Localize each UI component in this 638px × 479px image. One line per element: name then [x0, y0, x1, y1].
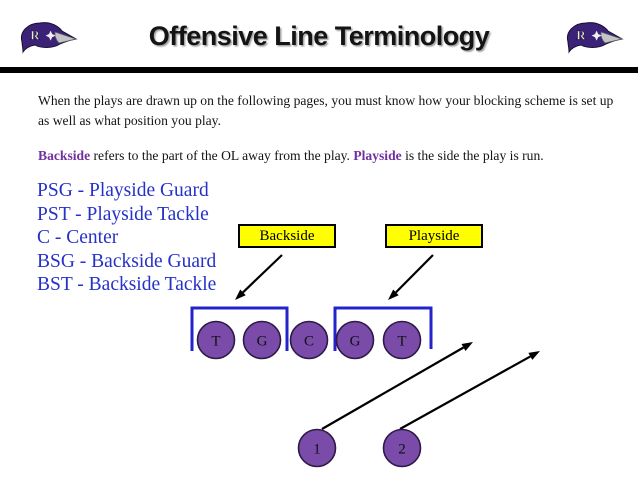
terminology-list: PSG - Playside Guard PST - Playside Tack…	[37, 179, 216, 297]
back2-run-arrowhead	[528, 351, 540, 360]
position-circle-lg	[242, 320, 282, 360]
backside-keyword: Backside	[38, 148, 91, 163]
logo-letter: R	[30, 28, 40, 43]
back-label-1: 1	[313, 442, 321, 458]
position-label-rt: T	[397, 334, 406, 350]
raven-head-graphic: R	[20, 22, 78, 54]
position-label-lg: G	[257, 334, 268, 350]
header-divider	[0, 67, 638, 73]
logo-letter: R	[576, 28, 586, 43]
raven-head-graphic: R	[566, 22, 624, 54]
playside-keyword: Playside	[353, 148, 402, 163]
position-label-c: C	[304, 334, 314, 350]
back-label-2: 2	[398, 442, 406, 458]
definition-paragraph: Backside refers to the part of the OL aw…	[38, 146, 614, 166]
playside-bracket	[333, 306, 433, 351]
term-item-bst: BST - Backside Tackle	[37, 274, 217, 296]
back-circle-2	[382, 428, 422, 468]
intro-paragraph: When the plays are drawn up on the follo…	[38, 93, 614, 128]
position-circle-c	[289, 320, 329, 360]
playside-arrow	[395, 254, 434, 294]
position-circle-lt	[196, 320, 236, 360]
backside-arrow	[242, 254, 283, 294]
position-circle-rt	[382, 320, 422, 360]
back2-run-arrow	[399, 355, 531, 430]
playside-label-box: Playside	[385, 224, 483, 248]
definition-text-1: refers to the part of the OL away from t…	[90, 148, 354, 163]
term-item-c: C - Center	[37, 227, 119, 249]
playside-arrowhead	[388, 289, 399, 300]
backside-bracket	[190, 306, 289, 351]
backside-label: Backside	[259, 228, 315, 244]
position-label-lt: T	[211, 334, 220, 350]
backside-arrowhead	[235, 289, 246, 300]
backside-label-box: Backside	[238, 224, 336, 248]
position-label-rg: G	[350, 334, 361, 350]
position-circle-rg	[335, 320, 375, 360]
back1-run-arrowhead	[461, 342, 473, 351]
term-item-bsg: BSG - Backside Guard	[37, 250, 217, 272]
slide-title: Offensive Line Terminology	[148, 21, 490, 51]
ravens-logo-right-icon: R	[561, 18, 625, 54]
term-item-psg: PSG - Playside Guard	[37, 180, 209, 201]
definition-text-2: is the side the play is run.	[401, 148, 544, 163]
playside-label: Playside	[408, 228, 460, 244]
back-circle-1	[297, 428, 337, 468]
term-item-pst: PST - Playside Tackle	[37, 203, 209, 225]
ravens-logo-left-icon: R	[15, 18, 79, 54]
back1-run-arrow	[321, 346, 465, 430]
